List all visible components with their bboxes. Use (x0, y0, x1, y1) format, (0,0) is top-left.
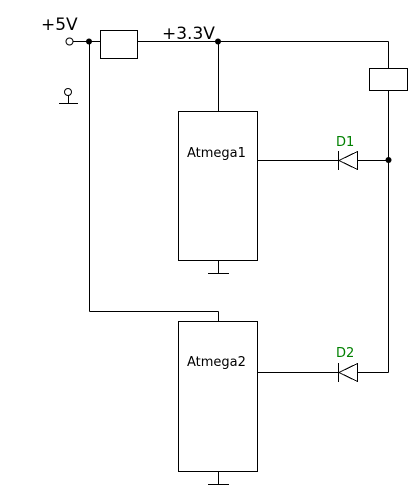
ground-icon (208, 472, 229, 485)
supply-5v-label: +5V (41, 15, 78, 35)
diode-icon (337, 150, 358, 171)
atmega2-chip (178, 321, 258, 472)
ground-icon (208, 261, 229, 274)
pullup-resistor (369, 68, 408, 91)
voltage-regulator (100, 30, 138, 59)
d2-label: D2 (336, 346, 354, 361)
diode-icon (337, 362, 358, 383)
d1-label: D1 (336, 135, 354, 150)
open-terminal-icon (65, 37, 74, 46)
supply-3v3-label: +3.3V (162, 24, 215, 44)
ground-icon (59, 88, 78, 104)
atmega2-label: Atmega2 (187, 355, 246, 370)
atmega1-chip (178, 111, 258, 261)
atmega1-label: Atmega1 (187, 146, 246, 161)
